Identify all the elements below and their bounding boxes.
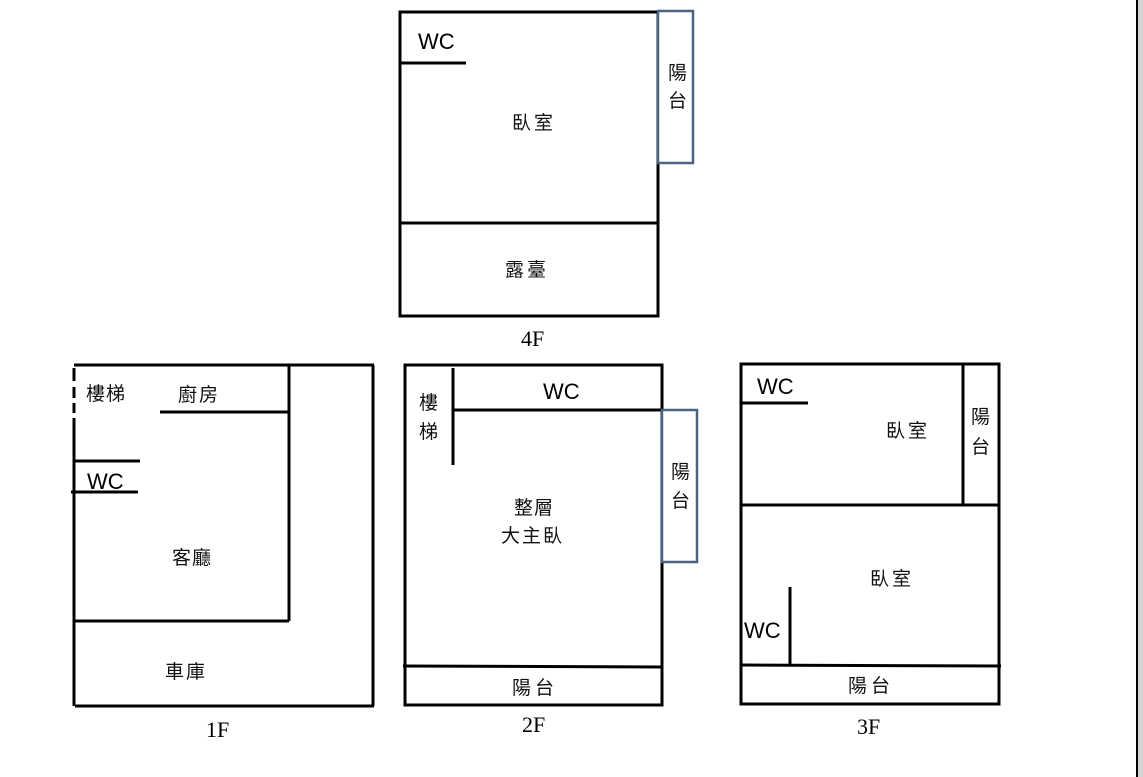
floor-2f-side-balcony-label-2: 台 bbox=[671, 490, 690, 512]
floor-4f-terrace-label: 露臺 bbox=[505, 259, 549, 281]
floor-2f-balcony-wall bbox=[402, 664, 663, 669]
floor-2f: 樓 梯 WC 整層 大主臥 陽 台 陽台 2F bbox=[402, 363, 699, 737]
floor-4f-wc-label: WC bbox=[418, 29, 455, 54]
floor-2f-master-label-1: 整層 bbox=[514, 497, 554, 519]
floor-3f-outline bbox=[739, 362, 1001, 706]
floor-3f-side-balcony-label-2: 台 bbox=[971, 436, 990, 458]
floor-1f-garage-label: 車庫 bbox=[165, 661, 207, 683]
floor-2f-stairs-label-2: 梯 bbox=[419, 421, 438, 443]
page-edge-shadow bbox=[1138, 0, 1143, 777]
floor-3f: WC 臥室 陽 台 臥室 WC 陽台 3F bbox=[739, 362, 1002, 739]
floor-3f-title: 3F bbox=[857, 714, 880, 739]
floor-2f-bottom-balcony-label: 陽台 bbox=[512, 677, 558, 699]
floor-4f-bedroom-label: 臥室 bbox=[512, 112, 556, 134]
floor-3f-balcony-wall bbox=[740, 663, 1002, 668]
floor-3f-bedroom-bottom-label: 臥室 bbox=[870, 568, 914, 590]
floor-1f-title: 1F bbox=[206, 717, 229, 742]
floor-4f-balcony bbox=[656, 9, 695, 165]
page-edge-line bbox=[1136, 0, 1138, 777]
floor-2f-side-balcony bbox=[660, 408, 699, 564]
floor-1f-kitchen-label: 廚房 bbox=[178, 383, 220, 406]
floor-2f-title: 2F bbox=[522, 712, 545, 737]
floor-1f: 樓梯 廚房 WC 客廳 車庫 1F bbox=[71, 363, 375, 742]
floor-3f-side-balcony-label-1: 陽 bbox=[971, 406, 990, 428]
floor-2f-wc-label: WC bbox=[543, 379, 580, 404]
floor-3f-wc-bottom-label: WC bbox=[744, 618, 781, 643]
floor-1f-living-label: 客廳 bbox=[172, 547, 212, 569]
floor-2f-stairs-label-1: 樓 bbox=[419, 392, 438, 414]
floor-3f-wc-top-label: WC bbox=[757, 374, 794, 399]
floor-2f-side-balcony-label-1: 陽 bbox=[671, 461, 690, 483]
floor-3f-bottom-balcony-label: 陽台 bbox=[848, 675, 894, 697]
floor-4f: WC 臥室 露臺 陽 台 4F bbox=[398, 9, 695, 351]
floor-1f-stairs-label: 樓梯 bbox=[86, 383, 126, 405]
floor-4f-balcony-label-1: 陽 bbox=[668, 62, 687, 84]
floor-4f-title: 4F bbox=[521, 326, 544, 351]
floor-4f-balcony-label-2: 台 bbox=[668, 90, 687, 112]
floor-2f-master-label-2: 大主臥 bbox=[501, 525, 564, 547]
floor-3f-bedroom-top-label: 臥室 bbox=[886, 420, 930, 442]
floor-1f-wc-label: WC bbox=[87, 469, 124, 494]
